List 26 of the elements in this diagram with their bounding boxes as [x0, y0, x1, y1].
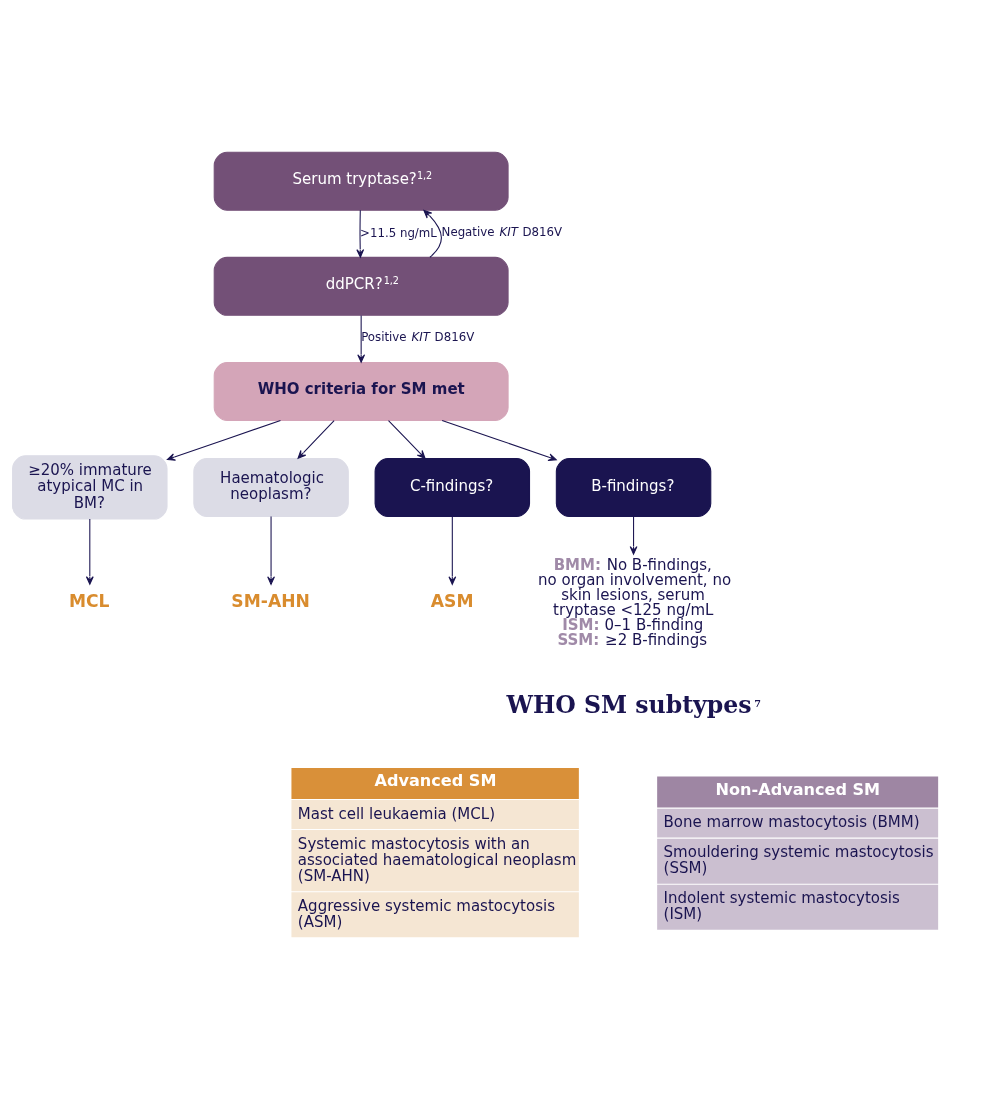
- arrow: [267, 515, 275, 585]
- arrow: [387, 419, 426, 459]
- node-text: ASM: [430, 590, 474, 611]
- node-box: ddPCR?$^{1,2}$: [213, 256, 509, 316]
- node-text: BMM: No B-findings, no organ involvement, no skin lesions, serum tryptase <125 ng/mL ISM: 0–1 B-finding SSM: ≥2 B-findings: [538, 555, 732, 649]
- node-text: MCL: [68, 590, 110, 611]
- edge-label: Positive KIT D816V: [361, 329, 475, 344]
- arrow: [85, 518, 94, 585]
- node-box: ≥20% immature atypical MC in BM?: [12, 454, 168, 520]
- node-box: C-findings?: [374, 457, 531, 517]
- node-box: WHO criteria for SM met: [213, 361, 509, 421]
- node-box: Haematologic neoplasm?: [193, 457, 349, 517]
- node-text: SM-AHN: [231, 590, 310, 611]
- edge-label: >11.5 ng/mL: [360, 225, 437, 240]
- edge-label: Negative KIT D816V: [441, 224, 563, 239]
- arrow: [297, 419, 335, 459]
- node-box: B-findings?: [555, 457, 712, 517]
- arrow: [423, 209, 442, 258]
- node-box: Serum tryptase?$^{1,2}$: [213, 151, 509, 211]
- arrow: [629, 515, 638, 555]
- arrow: [357, 314, 366, 363]
- arrow: [441, 419, 557, 461]
- label: WHO SM subtypes$^{7}$: [506, 690, 761, 719]
- arrow: [356, 209, 365, 258]
- arrow: [166, 419, 281, 461]
- arrow: [448, 515, 457, 585]
